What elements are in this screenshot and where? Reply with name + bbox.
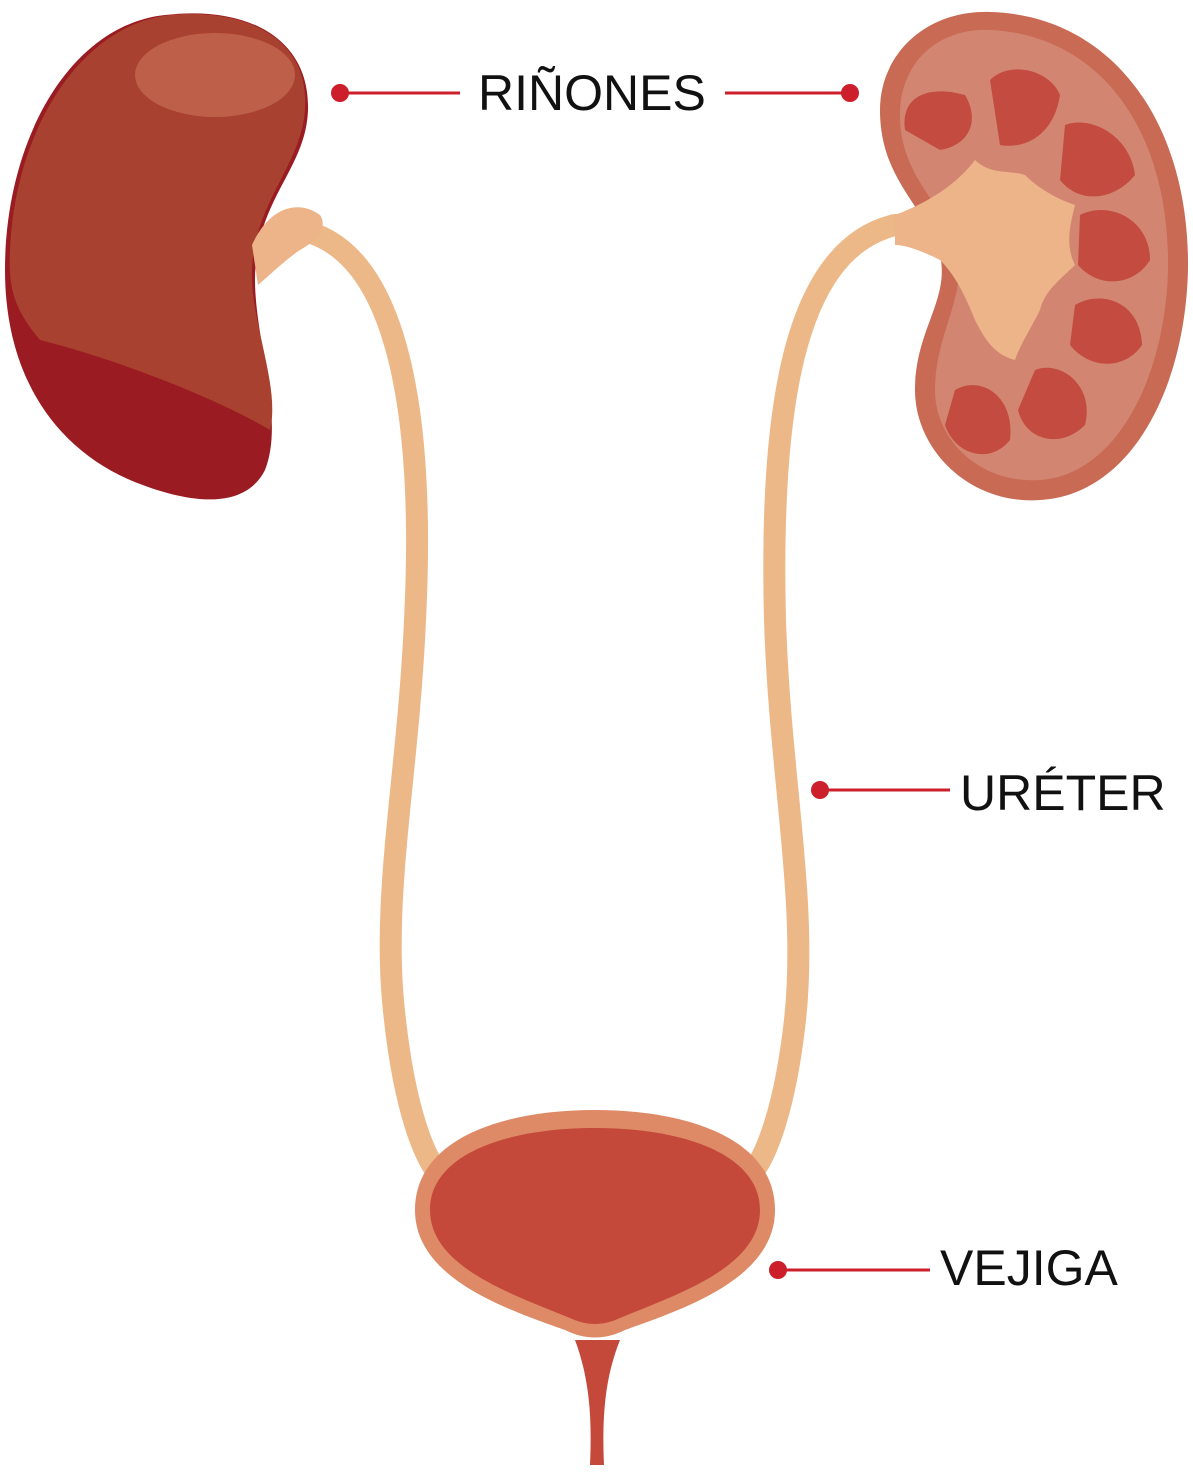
bladder-urethra <box>575 1340 620 1465</box>
right-ureter <box>750 225 895 1175</box>
ureters <box>300 225 895 1175</box>
bladder-leader-dot <box>769 1261 787 1279</box>
kidneys-leader-left-dot <box>331 84 349 102</box>
kidneys-leader-right-dot <box>841 84 859 102</box>
bladder-label: VEJIGA <box>940 1240 1118 1296</box>
leader-lines <box>331 84 950 1279</box>
left-kidney-highlight <box>135 33 295 117</box>
left-kidney <box>5 13 323 499</box>
ureter-leader-dot <box>811 781 829 799</box>
kidneys-label: RIÑONES <box>478 65 706 121</box>
bladder <box>415 1110 775 1465</box>
right-kidney <box>880 12 1188 500</box>
left-ureter <box>300 230 440 1175</box>
ureter-label: URÉTER <box>960 765 1166 821</box>
